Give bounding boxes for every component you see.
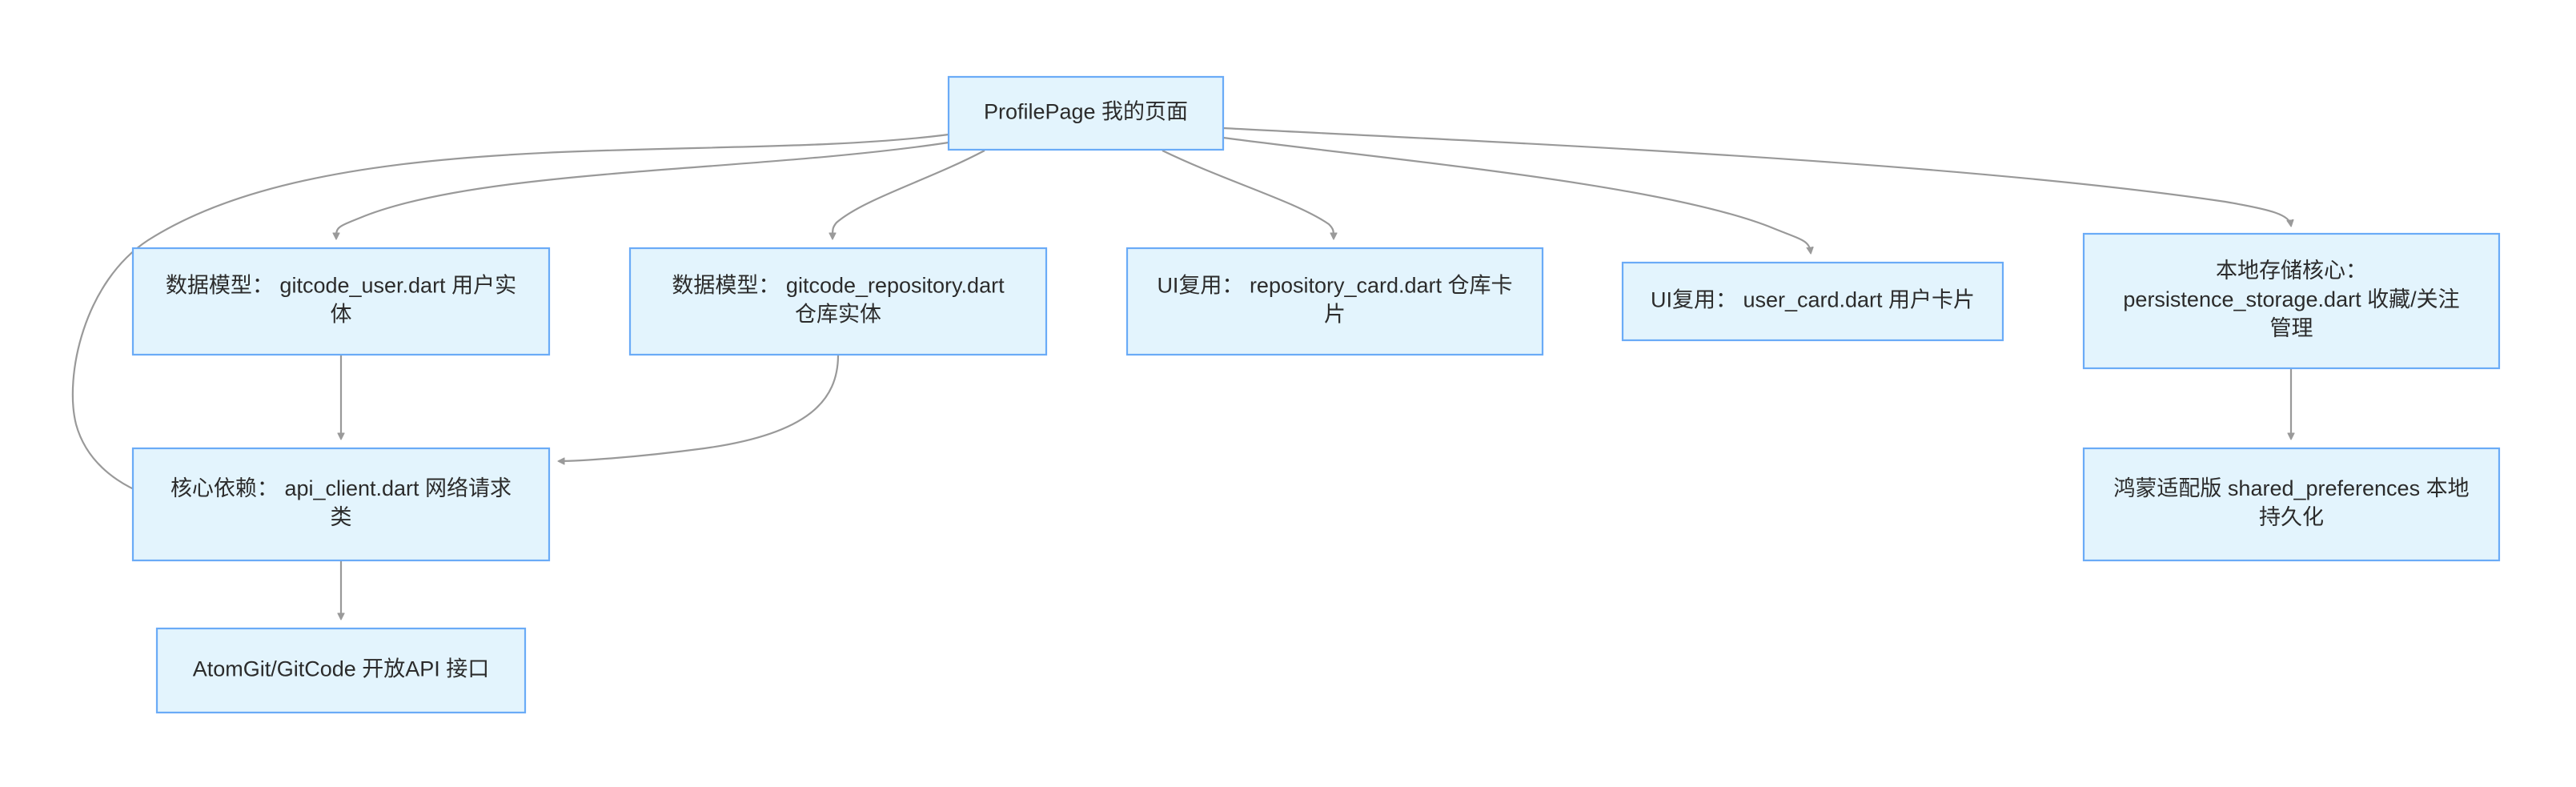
node-box-persistence_storage (2082, 232, 2501, 370)
node-label-gitcode_user: 数据模型： gitcode_user.dart 用户实体 (166, 274, 516, 327)
node-box-profile_page (947, 75, 1225, 151)
node-gitcode_user[interactable]: 数据模型： gitcode_user.dart 用户实体 (131, 247, 551, 356)
node-label-shared_preferences: 鸿蒙适配版 shared_preferences 本地持久化 (2113, 476, 2469, 529)
node-box-open_api (155, 627, 527, 714)
node-label-user_card: UI复用： user_card.dart 用户卡片 (1651, 288, 1975, 312)
node-api_client[interactable]: 核心依赖： api_client.dart 网络请求类 (131, 447, 551, 562)
edge-e-profile-persist (1222, 126, 2291, 226)
node-box-gitcode_user (131, 247, 551, 356)
edge-e-profile-gitrepo (833, 150, 985, 239)
node-repository_card[interactable]: UI复用： repository_card.dart 仓库卡片 (1125, 247, 1544, 356)
edge-e-profile-usercard (1222, 136, 1811, 253)
node-label-open_api: AtomGit/GitCode 开放API 接口 (193, 657, 490, 681)
node-label-repository_card: UI复用： repository_card.dart 仓库卡片 (1157, 274, 1512, 327)
edge-e-gitrepo-apiclient (559, 354, 840, 461)
node-box-user_card (1621, 261, 2004, 342)
node-profile_page[interactable]: ProfilePage 我的页面 (947, 75, 1225, 151)
edge-e-profile-apiclient (71, 133, 949, 500)
node-box-api_client (131, 447, 551, 562)
node-shared_preferences[interactable]: 鸿蒙适配版 shared_preferences 本地持久化 (2082, 447, 2501, 562)
node-label-profile_page: ProfilePage 我的页面 (984, 100, 1188, 124)
node-persistence_storage[interactable]: 本地存储核心：persistence_storage.dart 收藏/关注管理 (2082, 232, 2501, 370)
edges-layer (71, 126, 2291, 619)
node-user_card[interactable]: UI复用： user_card.dart 用户卡片 (1621, 261, 2004, 342)
node-box-repository_card (1125, 247, 1544, 356)
node-box-shared_preferences (2082, 447, 2501, 562)
edge-e-profile-repocard (1162, 150, 1334, 239)
edge-e-profile-gituser (336, 141, 949, 239)
node-open_api[interactable]: AtomGit/GitCode 开放API 接口 (155, 627, 527, 714)
node-label-persistence_storage: 本地存储核心：persistence_storage.dart 收藏/关注管理 (2123, 259, 2459, 340)
node-label-api_client: 核心依赖： api_client.dart 网络请求类 (171, 476, 512, 529)
node-box-gitcode_repository (628, 247, 1048, 356)
